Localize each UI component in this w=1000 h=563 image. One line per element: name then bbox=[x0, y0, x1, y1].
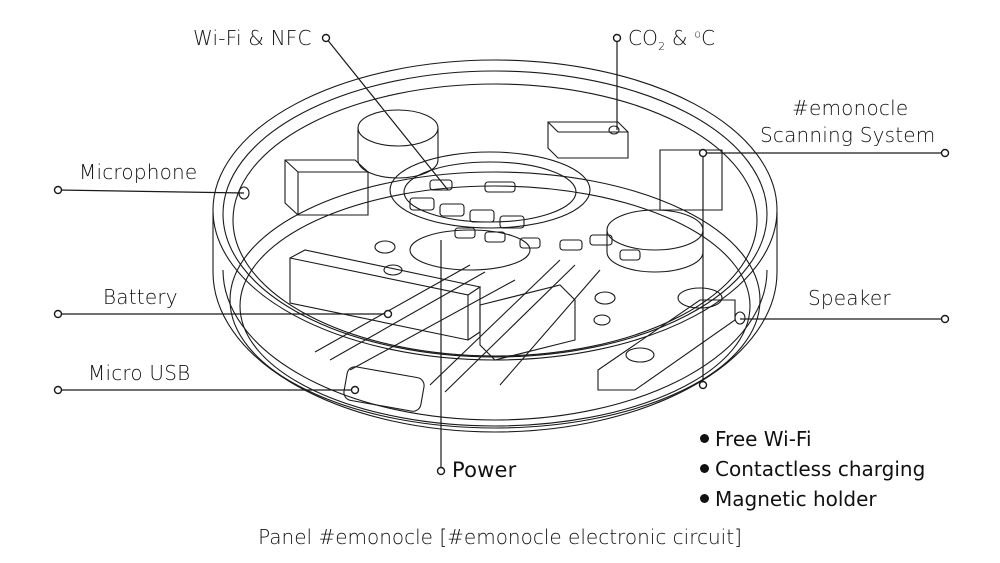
block-top-right bbox=[547, 121, 629, 159]
cylinder-left-body bbox=[357, 128, 439, 179]
bullet-icon bbox=[700, 464, 709, 473]
usb-port bbox=[343, 366, 425, 412]
label-scanning-line2: Scanning System bbox=[760, 123, 936, 147]
label-power: Power bbox=[452, 458, 517, 482]
casing-base-ring2 bbox=[239, 185, 751, 427]
block-left bbox=[284, 159, 369, 216]
center-lower bbox=[409, 229, 531, 271]
endpoint-power bbox=[436, 466, 446, 476]
co2-prefix: CO bbox=[628, 26, 659, 50]
degree-mark: o bbox=[694, 27, 702, 41]
feature-item: Contactless charging bbox=[700, 457, 925, 481]
callout-endpoints bbox=[53, 33, 950, 476]
bullet-icon bbox=[700, 494, 709, 503]
center-module bbox=[389, 151, 591, 229]
label-wifi-nfc: Wi-Fi & NFC bbox=[193, 26, 312, 50]
cylinder-right-top bbox=[606, 209, 704, 251]
endpoint-scanning bbox=[940, 148, 950, 158]
feature-label: Magnetic holder bbox=[715, 487, 877, 511]
casing-top-inner2 bbox=[232, 83, 758, 357]
caption: Panel #emonocle [#emonocle electronic ci… bbox=[258, 525, 742, 549]
callout-lines bbox=[57, 37, 945, 471]
slab-middle bbox=[479, 284, 576, 361]
endpoint-co2 bbox=[612, 33, 622, 43]
bullet-icon bbox=[700, 434, 709, 443]
circuit-cluster bbox=[409, 179, 641, 261]
feature-label: Contactless charging bbox=[715, 457, 926, 481]
co2-subscript: 2 bbox=[658, 40, 666, 53]
endpoint-microphone bbox=[53, 185, 63, 195]
endpoint-speaker bbox=[940, 314, 950, 324]
label-battery: Battery bbox=[103, 285, 178, 309]
endpoint-usb bbox=[53, 385, 63, 395]
label-co2-temp: CO2 & oC bbox=[628, 26, 715, 53]
feature-item: Magnetic holder bbox=[700, 487, 877, 511]
block-right bbox=[659, 149, 723, 211]
casing-base-ring bbox=[229, 171, 761, 429]
feature-label: Free Wi-Fi bbox=[715, 427, 812, 451]
label-microphone: Microphone bbox=[79, 160, 198, 184]
callout-wifi-line bbox=[325, 37, 449, 191]
label-speaker: Speaker bbox=[808, 286, 891, 310]
callout-scanning-line bbox=[702, 152, 945, 385]
callout-microphone-line bbox=[57, 189, 245, 194]
co2-suffix: & bbox=[665, 26, 695, 50]
label-micro-usb: Micro USB bbox=[88, 361, 191, 385]
feature-item: Free Wi-Fi bbox=[700, 427, 812, 451]
temp-unit: C bbox=[701, 26, 716, 50]
casing-top-inner bbox=[222, 70, 768, 358]
casing-bottom-inner bbox=[222, 269, 768, 421]
endpoint-wifi bbox=[321, 33, 331, 43]
casing-bottom-outer bbox=[212, 271, 778, 433]
label-scanning-line1: #emonocle bbox=[792, 96, 909, 120]
cylinder-right-body bbox=[606, 230, 704, 273]
endpoint-battery bbox=[53, 309, 63, 319]
